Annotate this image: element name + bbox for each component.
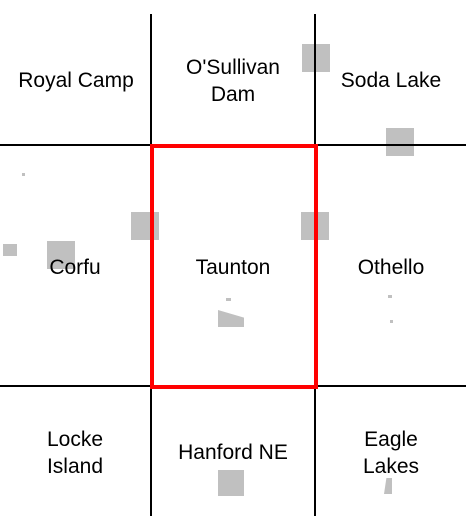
map-feature-patch (131, 212, 159, 240)
map-feature-patch (3, 244, 17, 256)
map-feature-patch (218, 470, 244, 496)
cell-label-line: Hanford NE (178, 441, 288, 464)
cell-label-line: Taunton (195, 256, 271, 279)
map-feature-speck (390, 320, 393, 323)
map-feature-patch (386, 128, 414, 156)
cell-othello[interactable]: Othello (316, 254, 466, 281)
cell-hanford-ne[interactable]: Hanford NE (152, 439, 314, 466)
cell-label-line: Soda Lake (340, 69, 442, 92)
cell-label-line: Othello (357, 256, 425, 279)
cell-soda-lake[interactable]: Soda Lake (316, 67, 466, 94)
cell-taunton[interactable]: Taunton (152, 254, 314, 281)
cell-label-line: Dam (210, 83, 256, 106)
cell-osullivan-dam[interactable]: O'Sullivan Dam (152, 54, 314, 108)
cell-label-line: Locke (46, 428, 104, 451)
selected-quadrangle-outline (150, 144, 318, 389)
cell-label-line: Eagle (364, 428, 418, 451)
map-feature-patch (47, 241, 75, 269)
cell-locke-island[interactable]: Locke Island (0, 426, 150, 480)
cell-label-line: Corfu (49, 256, 101, 279)
map-feature-speck (226, 298, 231, 301)
map-feature-patch (302, 44, 330, 72)
map-feature-speck (388, 295, 392, 298)
cell-label-line: Island (46, 455, 104, 478)
cell-eagle-lakes[interactable]: Eagle Lakes (316, 426, 466, 480)
map-feature-speck (22, 173, 25, 176)
cell-label-line: Royal Camp (18, 69, 134, 92)
cell-label-line: O'Sullivan (186, 56, 280, 79)
cell-royal-camp[interactable]: Royal Camp (0, 67, 152, 94)
cell-corfu[interactable]: Corfu (0, 254, 150, 281)
cell-label-line: Lakes (362, 455, 420, 478)
map-feature-patch (384, 478, 392, 494)
